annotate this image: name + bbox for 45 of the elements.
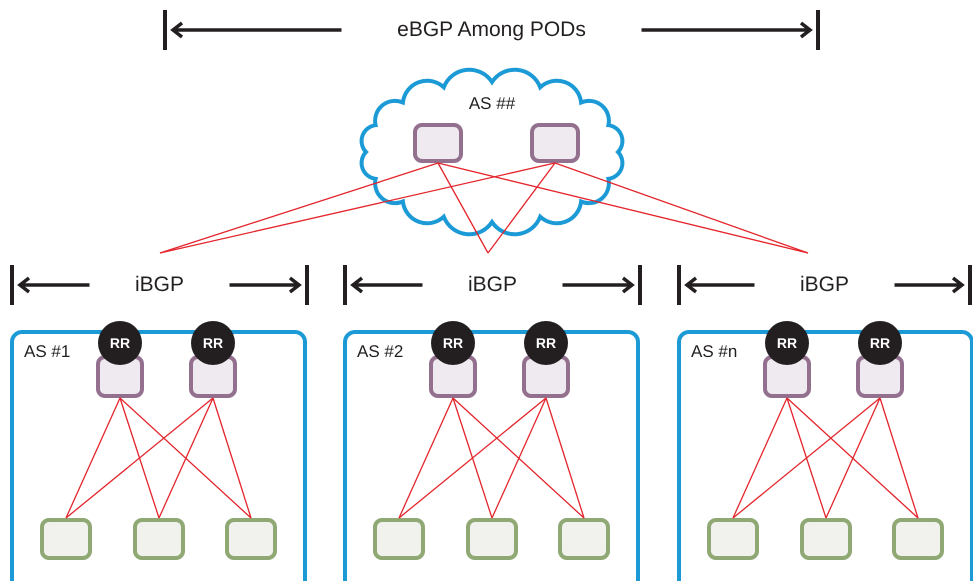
leaf-switch-box <box>466 518 518 560</box>
leaf-switch-box <box>133 518 185 560</box>
as-label: AS #1 <box>24 342 70 362</box>
as-label: AS #n <box>691 342 738 362</box>
connector-line <box>491 398 547 518</box>
connector-line <box>879 398 919 518</box>
leaf-switch-box <box>707 518 759 560</box>
connector-line <box>398 398 454 518</box>
spine-switch-box <box>413 123 463 163</box>
connector-line <box>487 162 556 254</box>
connector-line <box>158 398 214 518</box>
leaf-switch-box <box>800 518 852 560</box>
as-label: AS ## <box>468 94 516 114</box>
route-reflector-badge: RR <box>431 321 475 365</box>
connector-line <box>554 162 808 254</box>
leaf-switch-box <box>225 518 277 560</box>
connector-line <box>398 398 546 518</box>
leaf-switch-box <box>558 518 610 560</box>
connector-line <box>66 398 214 518</box>
connector-line <box>452 398 493 518</box>
connector-line <box>160 162 556 254</box>
connector-line <box>437 162 489 254</box>
connector-line <box>65 398 121 518</box>
connector-line <box>545 398 585 518</box>
leaf-switch-box <box>373 518 425 560</box>
connector-line <box>438 162 808 254</box>
connector-line <box>452 398 584 518</box>
connector-line <box>212 398 252 518</box>
route-reflector-badge: RR <box>765 321 809 365</box>
connector-line <box>119 398 160 518</box>
leaf-switch-box <box>892 518 944 560</box>
as-label: AS #2 <box>357 342 404 362</box>
spine-switch-box <box>530 123 580 163</box>
route-reflector-badge: RR <box>191 321 235 365</box>
leaf-switch-box <box>40 518 92 560</box>
route-reflector-badge: RR <box>524 321 568 365</box>
connector-line <box>786 398 918 518</box>
connector-line <box>786 398 827 518</box>
connector-line <box>160 162 438 254</box>
route-reflector-badge: RR <box>858 321 902 365</box>
connector-line <box>825 398 881 518</box>
route-reflector-badge: RR <box>98 321 142 365</box>
connector-line <box>732 398 788 518</box>
connector-line <box>732 398 880 518</box>
connector-line <box>120 398 252 518</box>
